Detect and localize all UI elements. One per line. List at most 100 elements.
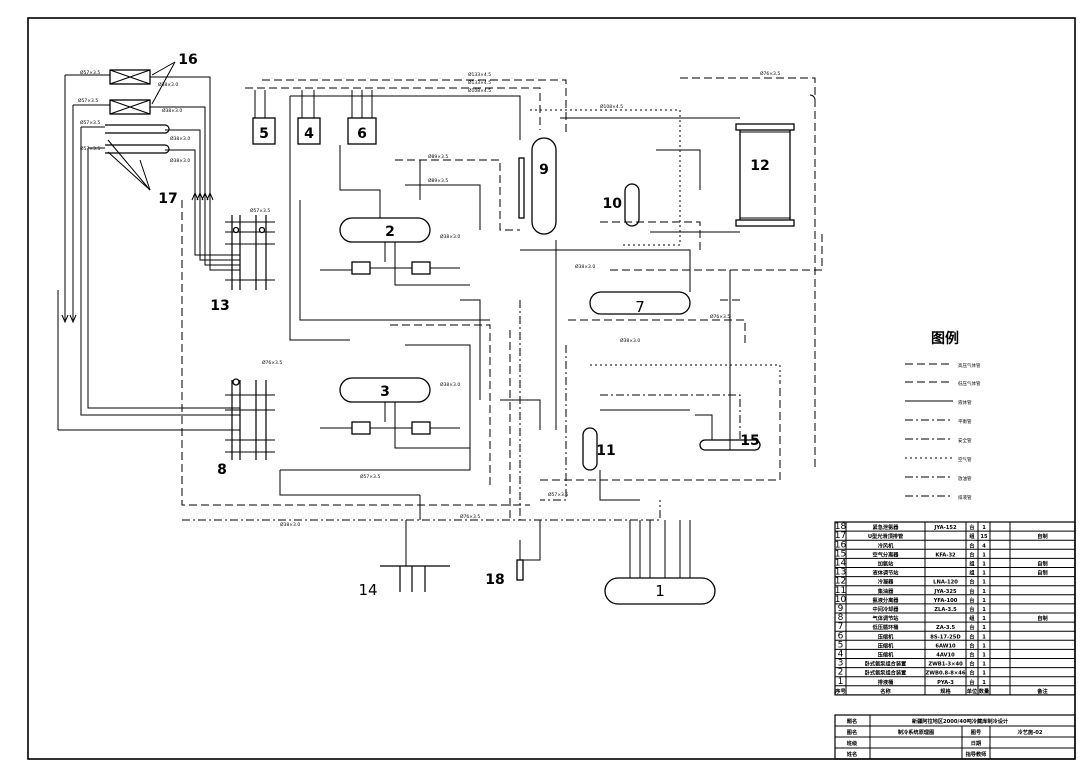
legend: 图例 高压气体管 低压气体管 液体管 平衡管 安全管 空气管 放油管 排液管 [905, 330, 981, 501]
label-10: 10 [603, 196, 623, 212]
bom-cell-qty: 1 [982, 580, 986, 586]
bom-cell-qty: 1 [982, 680, 986, 686]
bom-cell-name: 卧式氨泵组合装置 [865, 669, 907, 677]
label-1: 1 [655, 582, 665, 600]
svg-text:Ø38×3.0: Ø38×3.0 [440, 233, 460, 240]
svg-text:Ø76×3.5: Ø76×3.5 [262, 359, 282, 366]
bom-cell-name: 加氨站 [877, 560, 894, 568]
bom-cell-model: 规格 [940, 687, 951, 695]
bom-cell-model: ZLA-3.5 [934, 607, 957, 613]
bom-cell-remark: 自制 [1037, 569, 1047, 577]
bom-cell-name: 液体调节站 [873, 569, 900, 577]
bom-cell-qty: 1 [982, 598, 986, 604]
bom-cell-qty: 1 [982, 662, 986, 668]
bom-cell-name: 空气分离器 [873, 550, 900, 558]
bom-cell-model: LNA-120 [933, 580, 958, 586]
bom-cell-model: ZWB0.8-8×46 [926, 671, 966, 677]
drawing-frame [27, 17, 1076, 760]
svg-text:Ø38×3.0: Ø38×3.0 [620, 337, 640, 344]
ammonia-separator-10 [624, 183, 640, 227]
air-cooler-units-16 [109, 69, 151, 115]
svg-text:Ø38×3.0: Ø38×3.0 [170, 135, 190, 142]
bom-cell-qty: 1 [982, 653, 986, 659]
svg-text:Ø108×4.5: Ø108×4.5 [468, 87, 491, 94]
label-6: 6 [357, 126, 367, 142]
pump-unit-3 [320, 377, 470, 449]
svg-text:低压气体管: 低压气体管 [958, 380, 981, 387]
compressor-4 [297, 90, 321, 145]
svg-text:Ø38×3.0: Ø38×3.0 [575, 263, 595, 270]
bom-cell-qty: 1 [982, 643, 986, 649]
label-7: 7 [635, 298, 645, 316]
svg-text:Ø76×3.5: Ø76×3.5 [460, 513, 480, 520]
label-5: 5 [259, 126, 269, 142]
svg-text:放油管: 放油管 [958, 475, 972, 482]
legend-title: 图例 [931, 330, 959, 347]
svg-text:液体管: 液体管 [958, 399, 972, 406]
drain-drum-1 [604, 520, 716, 605]
bom-cell-name: 压缩机 [878, 641, 894, 649]
oil-collector-11 [582, 427, 598, 471]
svg-text:图号: 图号 [971, 728, 981, 736]
bom-cell-qty: 1 [982, 552, 986, 558]
bom-cell-unit: 台 [969, 550, 974, 558]
svg-text:指导教师: 指导教师 [966, 750, 988, 758]
bom-cell-unit: 台 [969, 578, 974, 586]
svg-text:安全管: 安全管 [958, 437, 972, 444]
bom-cell-no: 2 [838, 668, 844, 678]
bom-cell-model: 6AW10 [935, 643, 956, 649]
bom-cell-model: JYA-325 [933, 589, 957, 595]
svg-text:Ø57×3.5: Ø57×3.5 [80, 145, 100, 152]
bom-cell-no: 16 [835, 540, 847, 550]
bom-cell-unit: 台 [969, 541, 974, 549]
bom-cell-name: 排液桶 [878, 678, 894, 686]
bom-cell-no: 15 [835, 549, 846, 559]
svg-text:Ø38×3.0: Ø38×3.0 [440, 381, 460, 388]
bom-cell-no: 5 [838, 640, 844, 650]
label-3: 3 [380, 384, 390, 400]
bom-cell-no: 11 [835, 586, 846, 596]
bom-cell-model: 8S-17-25D [930, 634, 961, 640]
bom-cell-qty: 4 [982, 543, 986, 549]
emergency-ammonia-discharger-18 [516, 520, 541, 581]
svg-text:Ø38×3.0: Ø38×3.0 [158, 81, 178, 88]
label-18: 18 [485, 572, 504, 588]
bom-cell-name: 中间冷却器 [873, 605, 900, 613]
bom-cell-no: 17 [835, 531, 846, 541]
svg-text:高压气体管: 高压气体管 [958, 362, 981, 369]
bom-cell-unit: 台 [969, 596, 974, 604]
bom-cell-name: 压缩机 [878, 651, 894, 659]
label-4: 4 [304, 126, 314, 142]
bom-cell-unit: 台 [969, 587, 974, 595]
bom-cell-name: 卧式氨泵组合装置 [865, 660, 907, 668]
bom-cell-unit: 组 [969, 614, 975, 622]
bom-cell-qty: 1 [982, 625, 986, 631]
bom-cell-unit: 单位 [967, 687, 978, 695]
intercooler-9 [518, 137, 557, 235]
pump-unit-2 [320, 217, 470, 286]
bom-cell-name: 压缩机 [878, 632, 894, 640]
bom-cell-name: 集油器 [877, 587, 894, 595]
bom-cell-qty: 15 [980, 534, 988, 540]
bom-cell-unit: 台 [969, 632, 974, 640]
bom-cell-model: YFA-100 [933, 598, 958, 604]
bom-cell-model: PYA-3 [937, 680, 954, 686]
ammonia-charging-station-14 [380, 520, 450, 592]
compressor-5 [252, 90, 276, 145]
bom-cell-unit: 台 [969, 669, 974, 677]
svg-text:姓名: 姓名 [846, 750, 857, 758]
bom-cell-name: 紧急泄氨器 [873, 523, 900, 531]
bom-cell-unit: 组 [969, 569, 975, 577]
svg-text:Ø133×4.5: Ø133×4.5 [468, 79, 491, 86]
svg-text:Ø57×3.5: Ø57×3.5 [548, 491, 568, 498]
label-15: 15 [740, 433, 759, 449]
label-16: 16 [178, 52, 197, 68]
bom-cell-no: 14 [835, 559, 847, 569]
svg-text:Ø38×3.0: Ø38×3.0 [280, 521, 300, 528]
bom-cell-unit: 台 [969, 660, 974, 668]
svg-text:Ø89×3.5: Ø89×3.5 [428, 177, 448, 184]
bom-cell-model: 4AV10 [936, 653, 955, 659]
bom-cell-no: 18 [835, 522, 847, 532]
bom-cell-qty: 1 [982, 634, 986, 640]
bom-cell-unit: 台 [969, 641, 974, 649]
